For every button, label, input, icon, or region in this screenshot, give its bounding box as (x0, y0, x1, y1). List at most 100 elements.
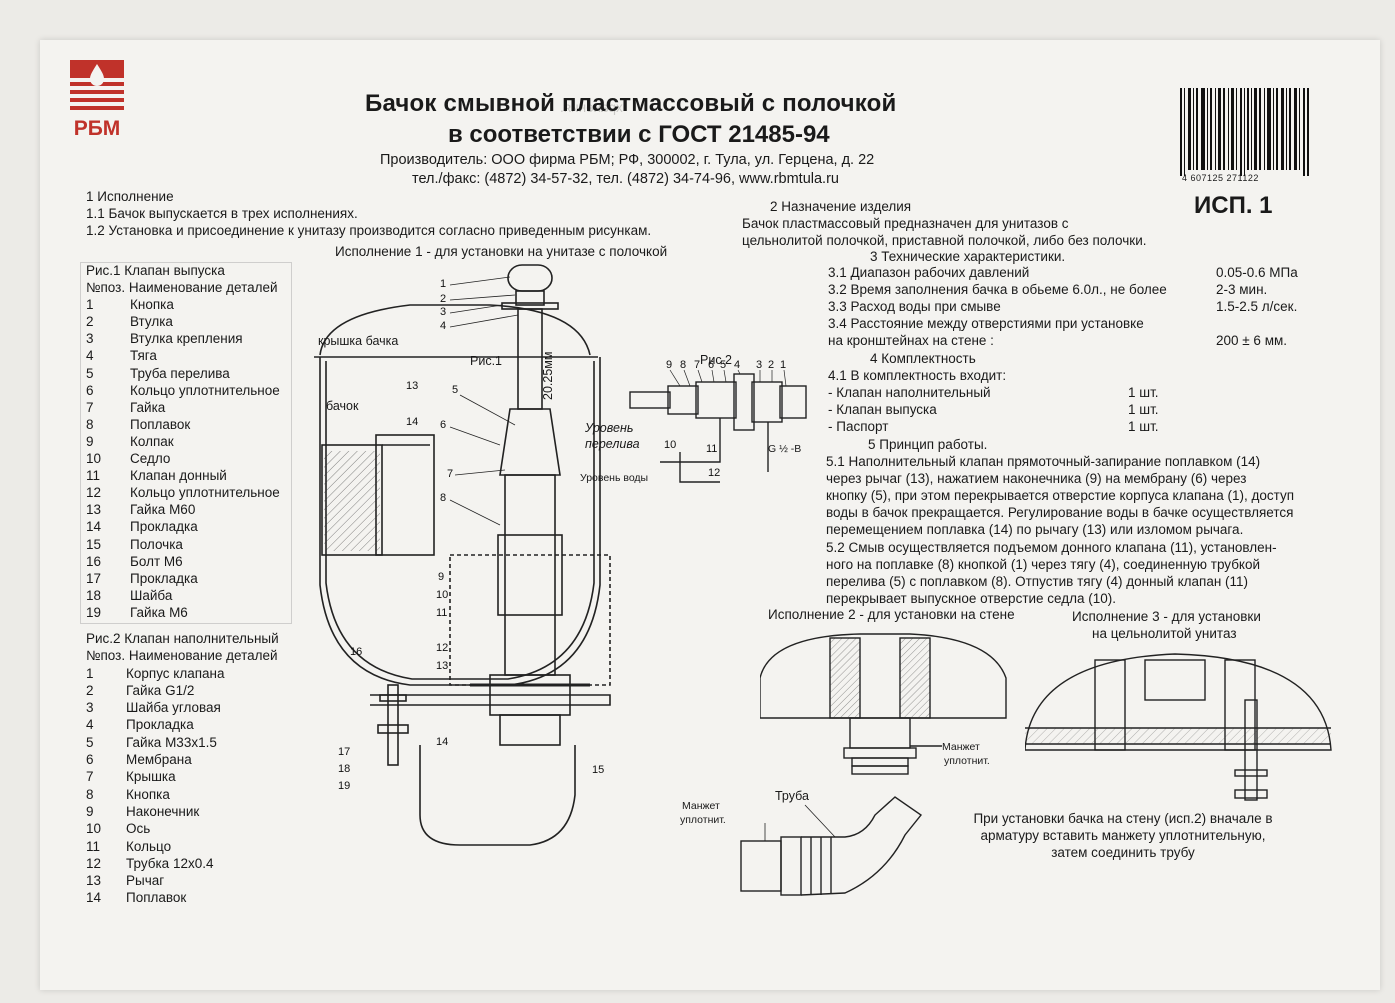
part-name: Кольцо уплотнительное (130, 382, 280, 398)
part-name: Наконечник (126, 803, 200, 819)
rbm-logo-mark (70, 60, 124, 110)
text-line: затем соединить трубу (1051, 845, 1195, 860)
parts-list-header: №поз. Наименование деталей (86, 280, 278, 296)
part-number: 14 (86, 519, 102, 535)
part-name: Кнопка (130, 297, 174, 313)
spec-row: 3.2 Время заполнения бачка в обьеме 6.0л… (828, 281, 1267, 298)
spec-value: 1 шт. (1128, 402, 1159, 417)
barcode-number: 4 607125 271122 (1182, 173, 1259, 183)
version-badge: ИСП. 1 (1194, 192, 1273, 219)
part-name: Трубка 12х0.4 (126, 855, 214, 871)
part-number: 13 (86, 502, 102, 518)
spec-label: 3.2 Время заполнения бачка в обьеме 6.0л… (828, 282, 1167, 297)
fig1-pos-7: 7 (447, 468, 453, 480)
label-tank: бачок (326, 399, 359, 413)
wall-mount-drawing (760, 633, 1007, 775)
section5-p1: 5.1 Наполнительный клапан прямоточный-за… (826, 453, 1294, 538)
section1-heading: 1 Исполнение (86, 189, 174, 204)
part-name: Втулка (130, 314, 173, 330)
part-number: 19 (86, 604, 102, 620)
part-number: 15 (86, 536, 102, 552)
spec-label: 3.1 Диапазон рабочих давлений (828, 265, 1030, 280)
list-item: 9 Наконечник (86, 803, 279, 820)
fig1-pos-12: 12 (436, 642, 448, 654)
svg-text:6: 6 (708, 359, 714, 371)
fig1-caption: Исполнение 1 - для установки на унитазе … (335, 244, 668, 259)
part-name: Втулка крепления (130, 331, 243, 347)
spec-label: на кронштейнах на стене : (828, 333, 994, 348)
part-number: 2 (86, 682, 94, 698)
part-number: 9 (86, 803, 94, 819)
fig1-pos-14b: 14 (436, 736, 448, 748)
fig1-pos-13b: 13 (406, 380, 418, 392)
spec-label: 3.3 Расход воды при смыве (828, 299, 1001, 314)
label-fig2: Рис.2 (700, 353, 732, 367)
part-name: Седло (130, 451, 171, 467)
label-water-level: Уровень воды (580, 472, 649, 484)
fig1-pos-19: 19 (338, 780, 350, 792)
text-line: перемещением поплавка (14) по рычагу (13… (826, 522, 1244, 537)
section2-line2: цельнолитой полочкой, приставной полочко… (742, 233, 1147, 248)
svg-text:1: 1 (780, 359, 786, 371)
part-name: Труба перелива (130, 365, 230, 381)
manufacturer-line: Производитель: ООО фирма РБМ; РФ, 300002… (380, 152, 875, 168)
part-number: 17 (86, 570, 102, 586)
list-item: 1 Кнопка (86, 296, 280, 313)
part-number: 12 (86, 485, 102, 501)
spec-row: на кронштейнах на стене :200 ± 6 мм. (828, 332, 1287, 349)
fig1-pos-14: 14 (406, 416, 418, 428)
fig1-pos-15: 15 (592, 764, 604, 776)
version3-caption-line2: на цельнолитой унитаз (1092, 626, 1237, 641)
text-line: арматуру вставить манжету уплотнительную… (980, 828, 1266, 843)
part-name: Кольцо (126, 838, 172, 854)
parts-list-title: Рис.1 Клапан выпуска (86, 263, 225, 278)
integrated-mount-drawing (1025, 653, 1332, 801)
spec-row: 3.4 Расстояние между отверстиями при уст… (828, 315, 1167, 332)
part-number: 8 (86, 786, 94, 802)
label-pipe: Труба (775, 789, 809, 803)
part-number: 3 (86, 331, 94, 347)
version2-caption: Исполнение 2 - для установки на стене (768, 607, 1015, 622)
document-title-line1: Бачок смывной пластмассовый с полочкой (365, 90, 897, 117)
part-name: Гайка (130, 399, 166, 415)
fig1-pos-11: 11 (436, 607, 447, 619)
label-lid: крышка бачка (318, 334, 399, 348)
part-number: 8 (86, 416, 94, 432)
text-line: 5.2 Смыв осуществляется подъемом донного… (826, 540, 1277, 555)
text-line: кнопку (5), при этом перекрывается отвер… (826, 488, 1295, 503)
parts-list-fig1: Рис.1 Клапан выпуска №поз. Наименование … (86, 262, 280, 621)
part-number: 4 (86, 717, 94, 733)
part-number: 6 (86, 382, 94, 398)
label-gasket-pipe-2: уплотнит. (680, 814, 726, 826)
part-number: 1 (86, 297, 94, 313)
part-number: 18 (86, 587, 102, 603)
barcode-icon (1180, 88, 1309, 176)
svg-text:8: 8 (680, 359, 686, 371)
label-dimension: 20.25мм (541, 351, 555, 400)
installation-note: При установки бачка на стену (исп.2) вна… (958, 810, 1288, 861)
text-line: перелива (5) с поплавком (8). Отпустив т… (826, 574, 1249, 589)
part-name: Шайба (130, 587, 173, 603)
svg-text:3: 3 (756, 359, 762, 371)
part-name: Болт М6 (130, 553, 183, 569)
document-title-line2: в соответствии с ГОСТ 21485-94 (448, 121, 830, 148)
part-name: Поплавок (130, 416, 191, 432)
list-item: 6 Кольцо уплотнительное (86, 382, 280, 399)
fig1-pos-9: 9 (438, 571, 444, 583)
fig1-pos-3: 3 (440, 306, 446, 318)
